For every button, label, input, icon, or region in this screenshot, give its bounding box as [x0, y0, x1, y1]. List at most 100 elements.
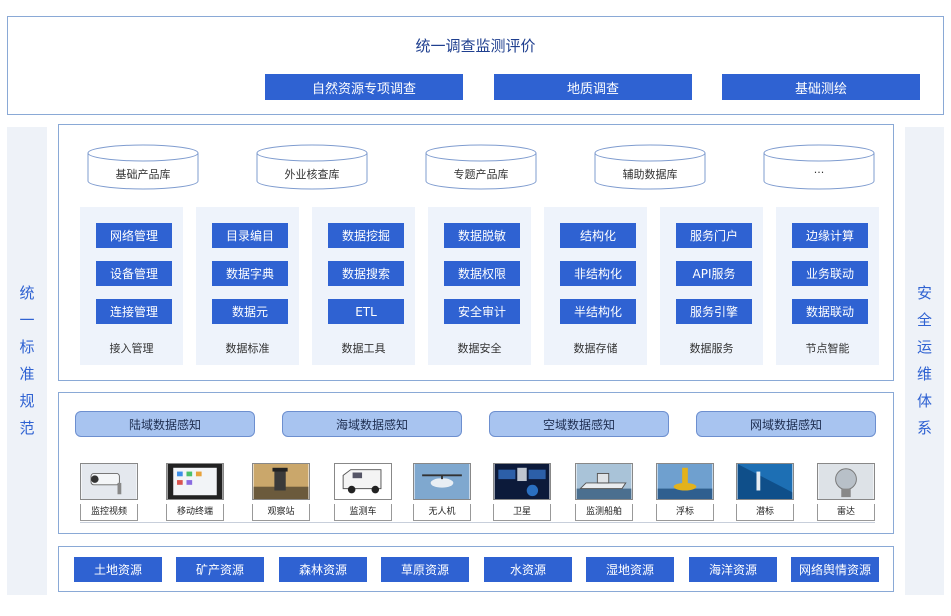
device-label: 潜标 [736, 504, 794, 521]
module-access: 网络管理 设备管理 连接管理 接入管理 [80, 207, 183, 365]
top-panel: 统一调查监测评价 自然资源专项调查 地质调查 基础测绘 [7, 16, 944, 115]
submersible-icon [736, 463, 794, 500]
sensing-panel: 陆域数据感知 海域数据感知 空域数据感知 网域数据感知 监控视频 移动终端 观察… [58, 392, 894, 534]
module-caption: 数据存储 [544, 340, 647, 356]
device-label: 卫星 [493, 504, 551, 521]
left-side-bar: 统 一 标 准 规 范 [7, 127, 47, 595]
database-label: ··· [763, 166, 875, 179]
side-char: 标 [19, 334, 34, 361]
database-cylinder: 基础产品库 [87, 144, 199, 190]
device-drone: 无人机 [413, 463, 471, 521]
data-platform-panel: 基础产品库 外业核查库 专题产品库 辅助数据库 ··· 网络管理 设备管理 连接… [58, 124, 894, 381]
top-button-mapping[interactable]: 基础测绘 [722, 74, 920, 100]
device-station: 观察站 [252, 463, 310, 521]
observation-station-icon [252, 463, 310, 500]
resource-wetland[interactable]: 湿地资源 [586, 557, 674, 582]
top-button-survey[interactable]: 自然资源专项调查 [265, 74, 463, 100]
database-label: 辅助数据库 [594, 166, 706, 182]
device-satellite: 卫星 [493, 463, 551, 521]
monitoring-ship-icon [575, 463, 633, 500]
resource-grassland[interactable]: 草原资源 [381, 557, 469, 582]
module-storage: 结构化 非结构化 半结构化 数据存储 [544, 207, 647, 365]
module-item[interactable]: ETL [328, 299, 404, 324]
device-label: 监测船舶 [575, 504, 633, 521]
side-char: 全 [917, 307, 932, 334]
module-item[interactable]: 网络管理 [96, 223, 172, 248]
module-node-intelligence: 边缘计算 业务联动 数据联动 节点智能 [776, 207, 879, 365]
resource-ocean[interactable]: 海洋资源 [689, 557, 777, 582]
buoy-icon [656, 463, 714, 500]
module-item[interactable]: 边缘计算 [792, 223, 868, 248]
module-item[interactable]: 服务门户 [676, 223, 752, 248]
mobile-terminal-icon [166, 463, 224, 500]
module-security: 数据脱敏 数据权限 安全审计 数据安全 [428, 207, 531, 365]
side-char: 范 [19, 415, 34, 442]
side-char: 体 [917, 388, 932, 415]
surveillance-camera-icon [80, 463, 138, 500]
device-ship: 监测船舶 [575, 463, 633, 521]
side-char: 运 [917, 334, 932, 361]
device-label: 雷达 [817, 504, 875, 521]
drone-icon [413, 463, 471, 500]
side-char: 安 [917, 280, 932, 307]
sensing-button-land[interactable]: 陆域数据感知 [75, 411, 255, 437]
device-label: 浮标 [656, 504, 714, 521]
side-char: 规 [19, 388, 34, 415]
device-vehicle: 监测车 [334, 463, 392, 521]
resource-mineral[interactable]: 矿产资源 [176, 557, 264, 582]
module-caption: 数据服务 [660, 340, 763, 356]
device-label: 监控视频 [80, 504, 138, 521]
module-caption: 数据安全 [428, 340, 531, 356]
side-char: 统 [19, 280, 34, 307]
resource-land[interactable]: 土地资源 [74, 557, 162, 582]
module-caption: 节点智能 [776, 340, 879, 356]
module-item[interactable]: 结构化 [560, 223, 636, 248]
module-item[interactable]: 业务联动 [792, 261, 868, 286]
resource-forest[interactable]: 森林资源 [279, 557, 367, 582]
resources-panel: 土地资源 矿产资源 森林资源 草原资源 水资源 湿地资源 海洋资源 网络舆情资源 [58, 546, 894, 592]
side-char: 系 [917, 415, 932, 442]
module-item[interactable]: 数据元 [212, 299, 288, 324]
sensing-button-network[interactable]: 网域数据感知 [696, 411, 876, 437]
divider-line [80, 522, 875, 523]
module-caption: 数据标准 [196, 340, 299, 356]
satellite-icon [493, 463, 551, 500]
module-item[interactable]: 安全审计 [444, 299, 520, 324]
resource-public-opinion[interactable]: 网络舆情资源 [791, 557, 879, 582]
module-item[interactable]: 数据字典 [212, 261, 288, 286]
module-tools: 数据挖掘 数据搜索 ETL 数据工具 [312, 207, 415, 365]
database-cylinder: ··· [763, 144, 875, 190]
database-cylinder: 专题产品库 [425, 144, 537, 190]
device-label: 无人机 [413, 504, 471, 521]
device-label: 观察站 [252, 504, 310, 521]
module-item[interactable]: 数据联动 [792, 299, 868, 324]
module-item[interactable]: 半结构化 [560, 299, 636, 324]
side-char: 一 [19, 307, 34, 334]
device-camera: 监控视频 [80, 463, 138, 521]
module-caption: 接入管理 [80, 340, 183, 356]
sensing-button-sea[interactable]: 海域数据感知 [282, 411, 462, 437]
device-submersible: 潜标 [736, 463, 794, 521]
database-label: 外业核查库 [256, 166, 368, 182]
module-item[interactable]: 数据权限 [444, 261, 520, 286]
module-item[interactable]: API服务 [676, 261, 752, 286]
device-radar: 雷达 [817, 463, 875, 521]
module-item[interactable]: 数据搜索 [328, 261, 404, 286]
top-button-geology[interactable]: 地质调查 [494, 74, 692, 100]
module-caption: 数据工具 [312, 340, 415, 356]
module-item[interactable]: 非结构化 [560, 261, 636, 286]
module-item[interactable]: 数据挖掘 [328, 223, 404, 248]
module-item[interactable]: 服务引擎 [676, 299, 752, 324]
module-item[interactable]: 设备管理 [96, 261, 172, 286]
device-buoy: 浮标 [656, 463, 714, 521]
database-cylinder: 辅助数据库 [594, 144, 706, 190]
database-label: 专题产品库 [425, 166, 537, 182]
side-char: 维 [917, 361, 932, 388]
sensing-button-air[interactable]: 空域数据感知 [489, 411, 669, 437]
resource-water[interactable]: 水资源 [484, 557, 572, 582]
module-item[interactable]: 目录编目 [212, 223, 288, 248]
right-side-bar: 安 全 运 维 体 系 [905, 127, 944, 595]
module-item[interactable]: 连接管理 [96, 299, 172, 324]
module-item[interactable]: 数据脱敏 [444, 223, 520, 248]
top-title: 统一调查监测评价 [8, 35, 943, 56]
